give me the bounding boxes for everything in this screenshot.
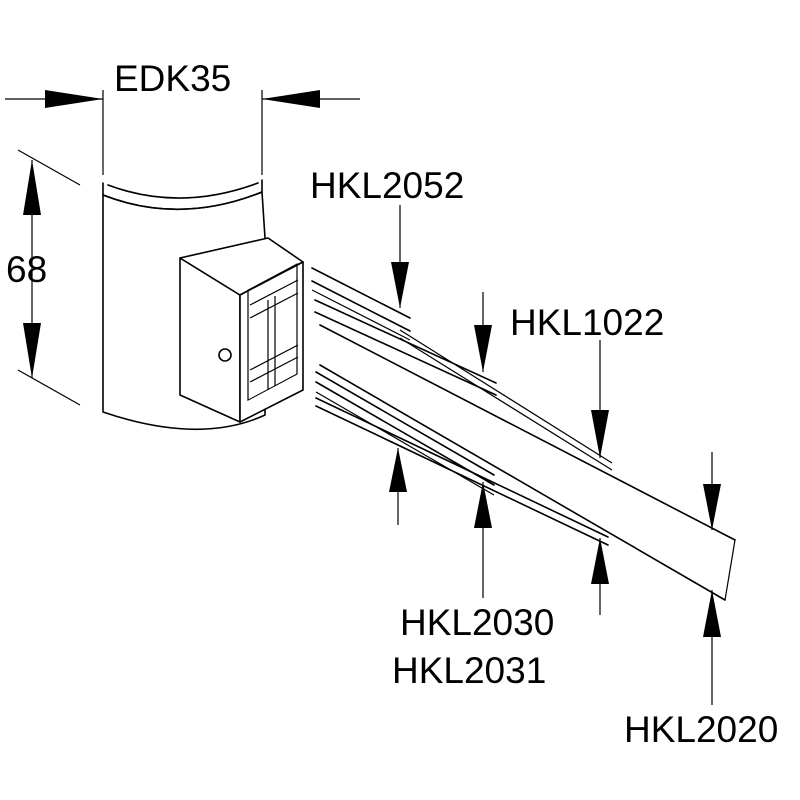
rail-strips bbox=[311, 267, 736, 601]
hkl2030-callout bbox=[389, 448, 609, 615]
height-label: 68 bbox=[6, 249, 47, 290]
hkl2052-callout bbox=[391, 205, 409, 308]
hkl1022-label: HKL1022 bbox=[510, 302, 664, 343]
corner-box bbox=[179, 237, 304, 423]
hkl1022-callout bbox=[474, 292, 609, 458]
hkl2020-label: HKL2020 bbox=[624, 709, 778, 750]
hkl2052-label: HKL2052 bbox=[310, 165, 464, 206]
hkl2020-callout bbox=[703, 452, 721, 705]
height-dimension bbox=[17, 149, 81, 406]
screw-icon bbox=[218, 348, 232, 362]
hkl2031-label: HKL2031 bbox=[392, 650, 546, 691]
edk35-label: EDK35 bbox=[114, 58, 231, 99]
hkl2030-label: HKL2030 bbox=[400, 602, 554, 643]
edk35-dimension bbox=[5, 90, 360, 175]
